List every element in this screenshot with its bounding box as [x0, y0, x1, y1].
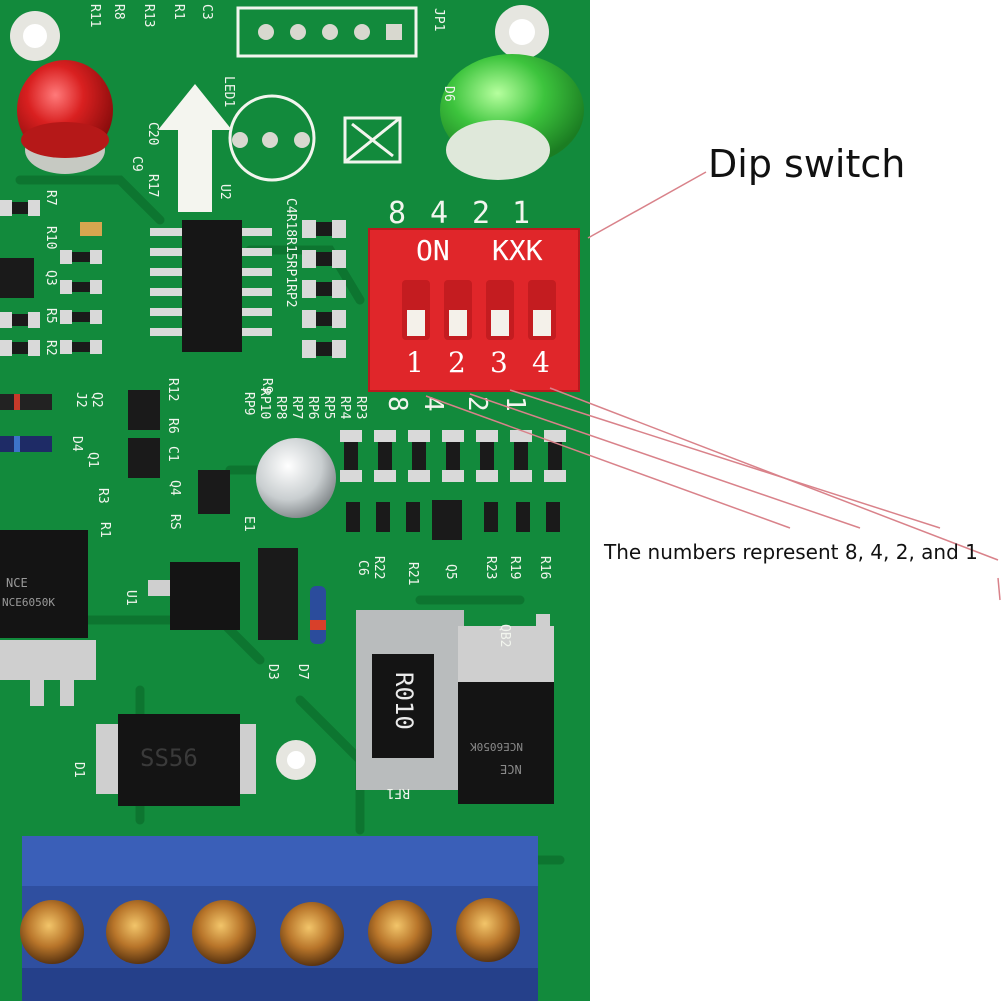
- relay-symbol-icon: [343, 116, 402, 164]
- diodes: [0, 394, 326, 644]
- transistors: [128, 390, 462, 540]
- dip-brand-kxk: KXK: [492, 234, 543, 267]
- dip-toggle-4[interactable]: [528, 280, 556, 340]
- dip-toggle-1[interactable]: [402, 280, 430, 340]
- dip-toggle-2[interactable]: [444, 280, 472, 340]
- arrow-icon: [158, 84, 232, 212]
- dip-switch[interactable]: ON KXK 1 2 3 4: [368, 228, 580, 392]
- regulator-u1: [170, 562, 240, 630]
- resistor-row: [340, 430, 566, 532]
- electrolytic-capacitor: [256, 438, 336, 518]
- smd-components: [0, 200, 346, 358]
- dip-position-3: 3: [490, 346, 508, 379]
- pcb-board: ON KXK 1 2 3 4 8 4 2 1 8 4 2: [0, 0, 590, 1001]
- diode-d3: [258, 548, 298, 640]
- pcb-artwork: [0, 5, 584, 1001]
- terminal-block: [22, 836, 538, 1001]
- callout-caption: The numbers represent 8, 4, 2, and 1: [604, 540, 978, 564]
- label-mosfet-left-brand: NCE: [6, 576, 28, 590]
- weight-2-top: 2: [472, 196, 491, 231]
- label-mosfet-left: NCE6050K: [2, 596, 55, 609]
- mosfet-left: [0, 530, 96, 706]
- callout-title: Dip switch: [708, 142, 906, 186]
- mosfet-right: [458, 614, 554, 804]
- weight-1-top: 1: [512, 196, 531, 231]
- ic-chip-u2: [182, 220, 242, 352]
- jp1-pins: [258, 24, 402, 40]
- terminal-screws: [20, 898, 520, 966]
- weight-8-top: 8: [388, 196, 407, 231]
- jp1-header-outline: [236, 6, 418, 58]
- dip-brand-on: ON: [416, 234, 450, 267]
- weight-4-top: 4: [430, 196, 449, 231]
- dip-position-1: 1: [406, 346, 424, 379]
- dip-position-2: 2: [448, 346, 466, 379]
- dip-position-4: 4: [532, 346, 550, 379]
- dip-toggle-3[interactable]: [486, 280, 514, 340]
- label-ss56: SS56: [140, 744, 198, 772]
